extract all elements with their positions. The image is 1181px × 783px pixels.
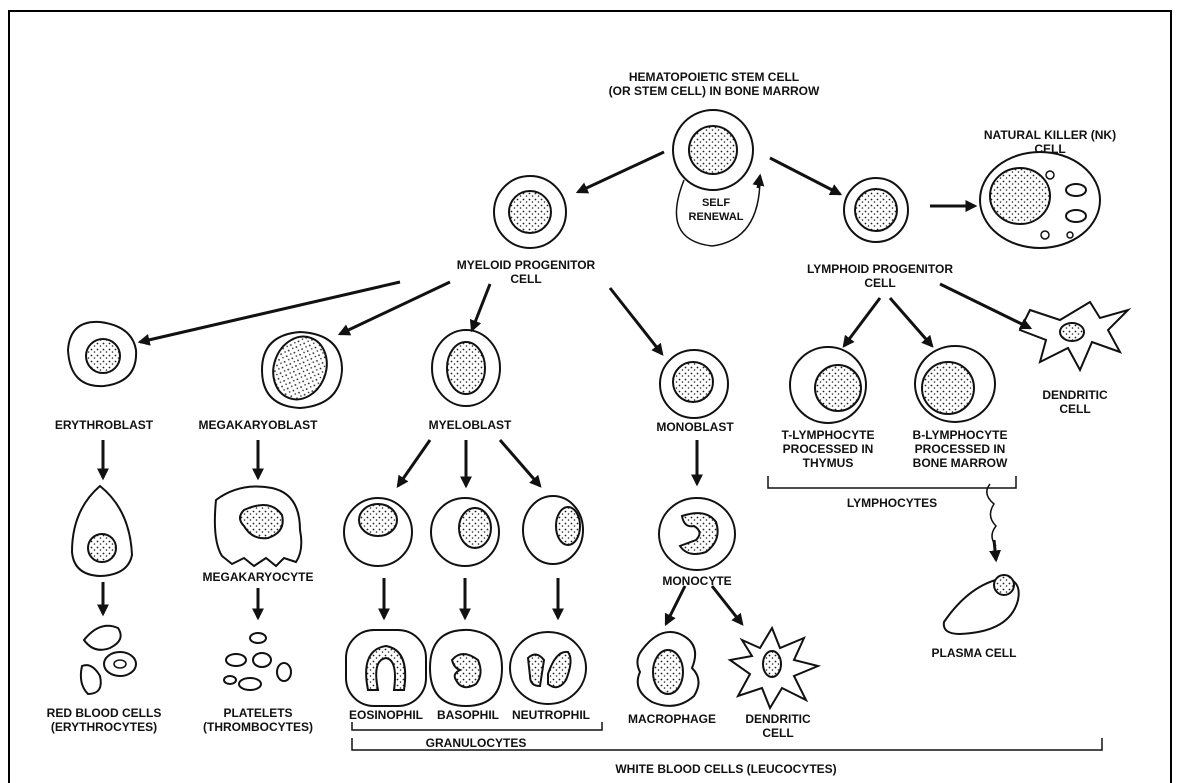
monoblast-label: MONOBLAST — [656, 420, 734, 434]
arrow-to-eosinophil-precursor — [396, 439, 432, 488]
eosinophil-precursor-cell — [343, 497, 413, 567]
macrophage-label: MACROPHAGE — [627, 712, 717, 726]
red-blood-cells-label: RED BLOOD CELLS(ERYTHROCYTES) — [46, 706, 162, 734]
granulocytes-label: GRANULOCYTES — [425, 736, 527, 750]
arrow-stem-to-lymphoid — [769, 156, 843, 196]
lymphoid-progenitor-cell — [843, 177, 909, 243]
arrow-to-macrophage — [664, 585, 687, 627]
lymphocytes-bracket — [767, 476, 1017, 489]
eosinophil-label: EOSINOPHIL — [348, 708, 424, 722]
megakaryoblast-cell — [260, 330, 344, 410]
stem-cell — [672, 109, 754, 191]
plasma-cell — [942, 574, 1020, 636]
basophil-cell — [428, 628, 504, 708]
granulocytes-bracket — [351, 722, 603, 731]
b-lymphocyte-cell — [914, 345, 996, 423]
arrow-stem-to-myeloid — [575, 150, 665, 194]
basophil-precursor-cell — [430, 497, 500, 567]
b-to-plasma-connector — [986, 483, 998, 547]
neutrophil-label: NEUTROPHIL — [512, 708, 590, 722]
t-lymphocyte-cell — [789, 346, 867, 424]
diagram-frame — [8, 10, 1172, 783]
self-renewal-loop — [675, 177, 761, 247]
arrow-to-monoblast — [608, 287, 664, 356]
erythroid-precursor-cell — [70, 484, 134, 578]
myeloblast-label: MYELOBLAST — [428, 418, 512, 432]
monocyte-label: MONOCYTE — [662, 574, 732, 588]
neutrophil-cell — [509, 631, 587, 705]
arrow-to-myeloblast — [469, 283, 492, 333]
macrophage-cell — [636, 631, 700, 707]
self-renewal-arrow — [752, 173, 765, 189]
platelets-label: PLATELETS(THROMBOCYTES) — [203, 706, 313, 734]
white-blood-cells-label: WHITE BLOOD CELLS (LEUCOCYTES) — [615, 762, 837, 776]
stem-cell-label: HEMATOPOIETIC STEM CELL(OR STEM CELL) IN… — [608, 70, 820, 98]
myeloblast-cell — [431, 329, 501, 407]
erythroblast-cell — [66, 320, 138, 388]
red-blood-cells — [79, 624, 137, 696]
arrow-to-plasma-cell — [989, 539, 1002, 563]
arrow-to-b-lymphocyte — [888, 297, 934, 348]
basophil-label: BASOPHIL — [436, 708, 500, 722]
myeloid-progenitor-cell — [493, 175, 567, 249]
lymphocytes-label: LYMPHOCYTES — [846, 496, 938, 510]
nk-cell — [979, 151, 1101, 249]
arrow-to-neutrophil-precursor — [498, 439, 542, 488]
megakaryoblast-label: MEGAKARYOBLAST — [198, 418, 318, 432]
plasma-cell-label: PLASMA CELL — [931, 646, 1017, 660]
monocyte-cell — [658, 497, 736, 571]
white-blood-cells-bracket — [351, 738, 1103, 751]
nk-cell-label: NATURAL KILLER (NK)CELL — [983, 128, 1117, 156]
megakaryocyte-label: MEGAKARYOCYTE — [202, 570, 314, 584]
megakaryocyte-cell — [213, 485, 303, 568]
dendritic-cell-top — [1018, 300, 1132, 373]
arrow-to-dendritic-top — [939, 282, 1033, 330]
arrow-to-erythroblast — [137, 280, 401, 346]
arrow-to-dendritic-bottom — [710, 585, 744, 626]
eosinophil-cell — [345, 629, 427, 707]
dendritic-cell-bottom — [727, 625, 822, 711]
monoblast-cell — [659, 349, 729, 419]
platelets — [223, 632, 292, 691]
neutrophil-precursor-cell — [522, 495, 584, 565]
arrow-to-megakaryoblast — [337, 280, 451, 336]
erythroblast-label: ERYTHROBLAST — [54, 418, 154, 432]
arrow-to-t-lymphocyte — [842, 297, 882, 348]
